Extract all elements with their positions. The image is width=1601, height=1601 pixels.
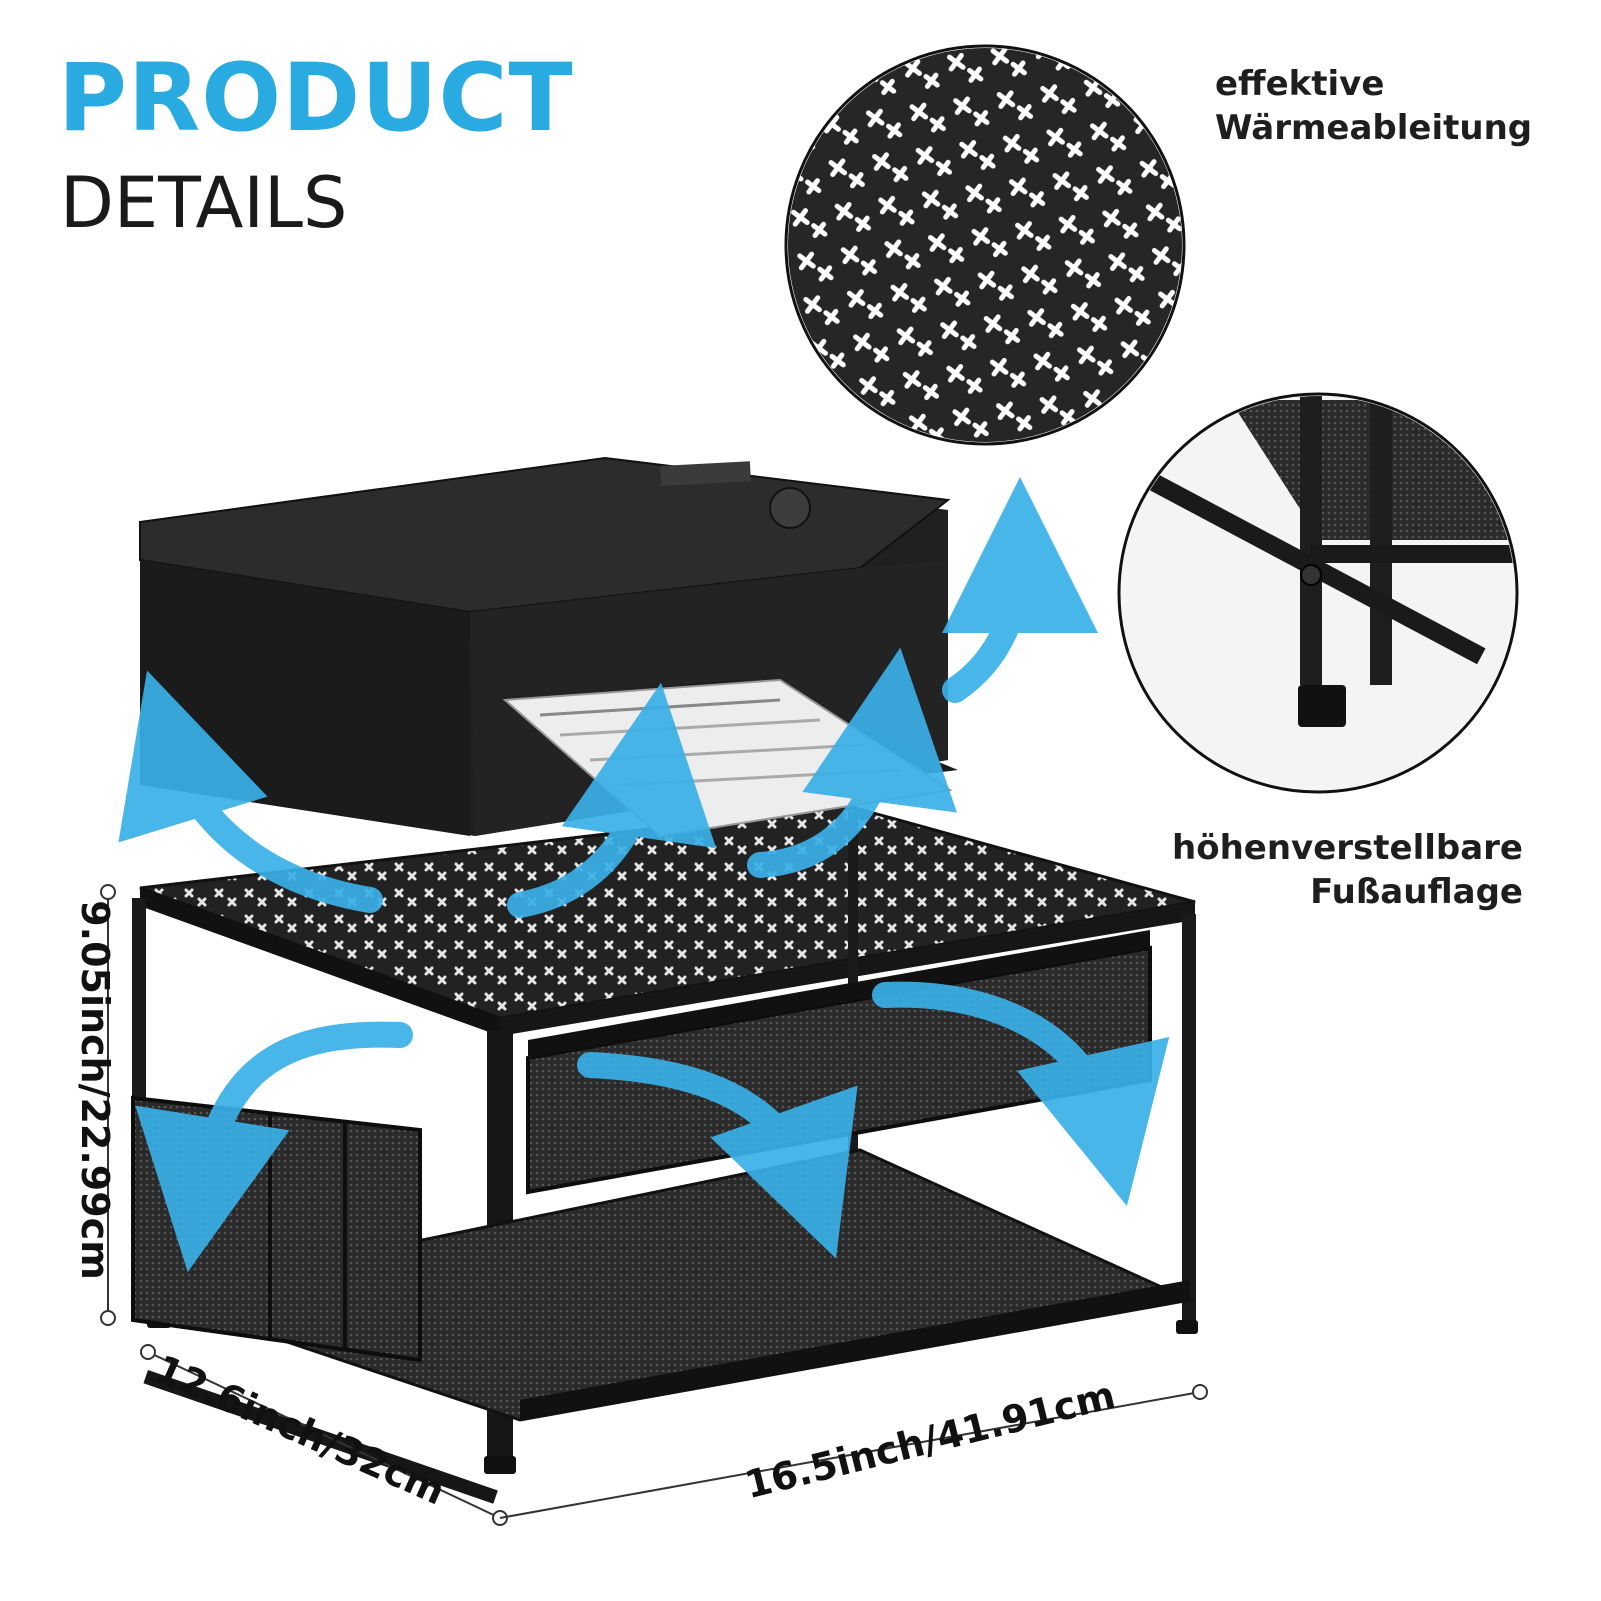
heat-label-line2: Wärmeableitung (1215, 108, 1533, 148)
height-dimension: 9.05inch/22.99cm (73, 900, 117, 1280)
airflow-arrows (118, 477, 1170, 1273)
printer-stand (131, 804, 1198, 1504)
heat-dissipation-label: effektive Wärmeableitung (1215, 62, 1532, 150)
dimension-lines (100, 884, 1208, 1526)
title-details: DETAILS (60, 162, 348, 244)
printer (139, 456, 958, 838)
adjustable-feet-label: höhenverstellbare Fußauflage (1172, 826, 1523, 914)
feet-label-line1: höhenverstellbare (1172, 828, 1523, 868)
perforation-detail-circle (784, 44, 1186, 446)
heat-label-line1: effektive (1215, 64, 1385, 104)
foot-detail-circle (1117, 392, 1519, 794)
title-product: PRODUCT (58, 44, 574, 153)
feet-label-line2: Fußauflage (1310, 872, 1523, 912)
